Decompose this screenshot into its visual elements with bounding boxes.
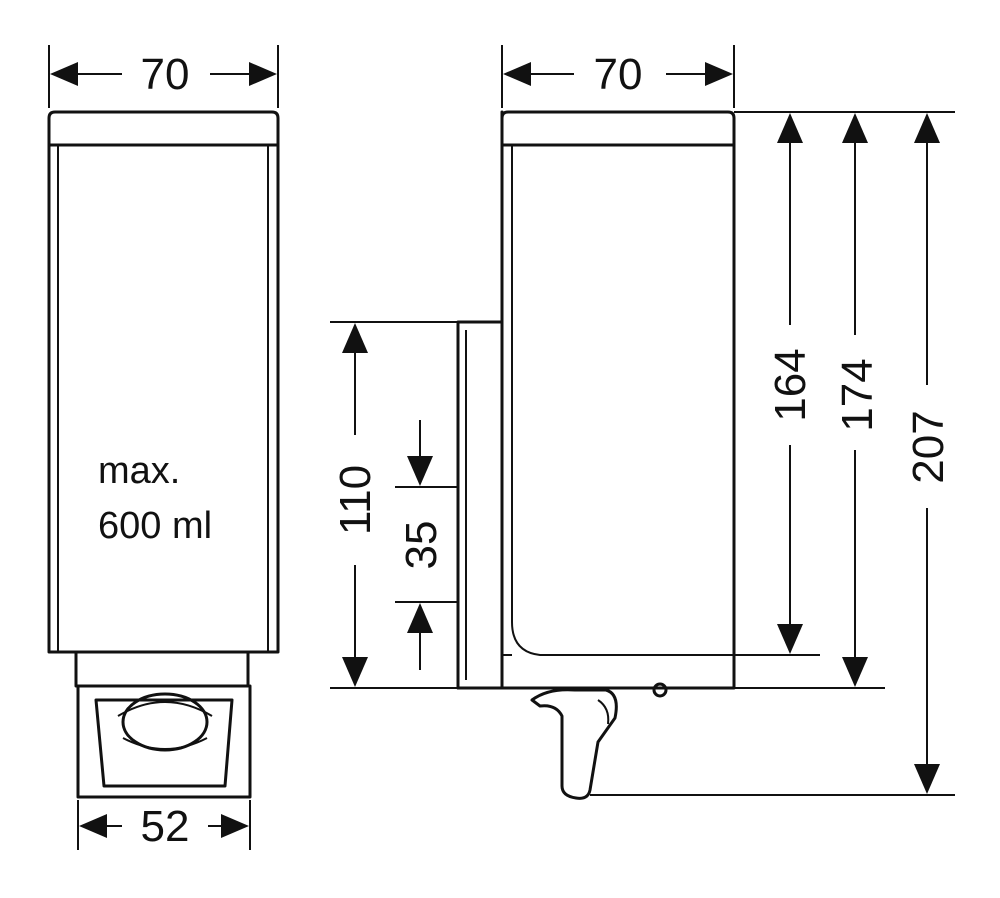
dim-bracket-110-label: 110 [331, 465, 380, 535]
side-view: 70 164 174 207 [330, 45, 955, 800]
dim-height-164: 164 [766, 113, 815, 654]
dim-side-width-label: 70 [594, 50, 643, 99]
dim-hole-35-label: 35 [397, 521, 446, 570]
dim-bracket-110: 110 [330, 321, 458, 689]
dim-height-164-label: 164 [766, 348, 815, 421]
front-body-outline [47, 110, 280, 654]
dim-height-174-label: 174 [833, 358, 882, 431]
dim-front-width-label: 70 [141, 50, 190, 99]
pump-nozzle-icon [117, 692, 213, 752]
front-view: 70 52 max. 600 ml [47, 45, 280, 851]
capacity-line-2: 600 ml [98, 505, 212, 547]
front-pump-inner [94, 698, 234, 788]
front-collar [74, 650, 250, 688]
dim-height-207-label: 207 [904, 410, 953, 483]
dim-hole-35: 35 [395, 420, 458, 670]
dim-bottom-width-label: 52 [141, 802, 190, 851]
wall-bracket [456, 320, 504, 690]
dim-side-width: 70 [501, 45, 735, 108]
dim-height-174: 174 [833, 113, 882, 687]
capacity-line-1: max. [98, 450, 180, 492]
dim-height-207: 207 [904, 113, 953, 794]
front-pump-housing [76, 684, 252, 799]
side-reservoir-line [511, 145, 734, 656]
dim-front-width: 70 [48, 45, 279, 108]
side-body-outline [456, 110, 736, 690]
pump-lever-icon [530, 682, 668, 800]
dim-bottom-width: 52 [77, 800, 251, 851]
